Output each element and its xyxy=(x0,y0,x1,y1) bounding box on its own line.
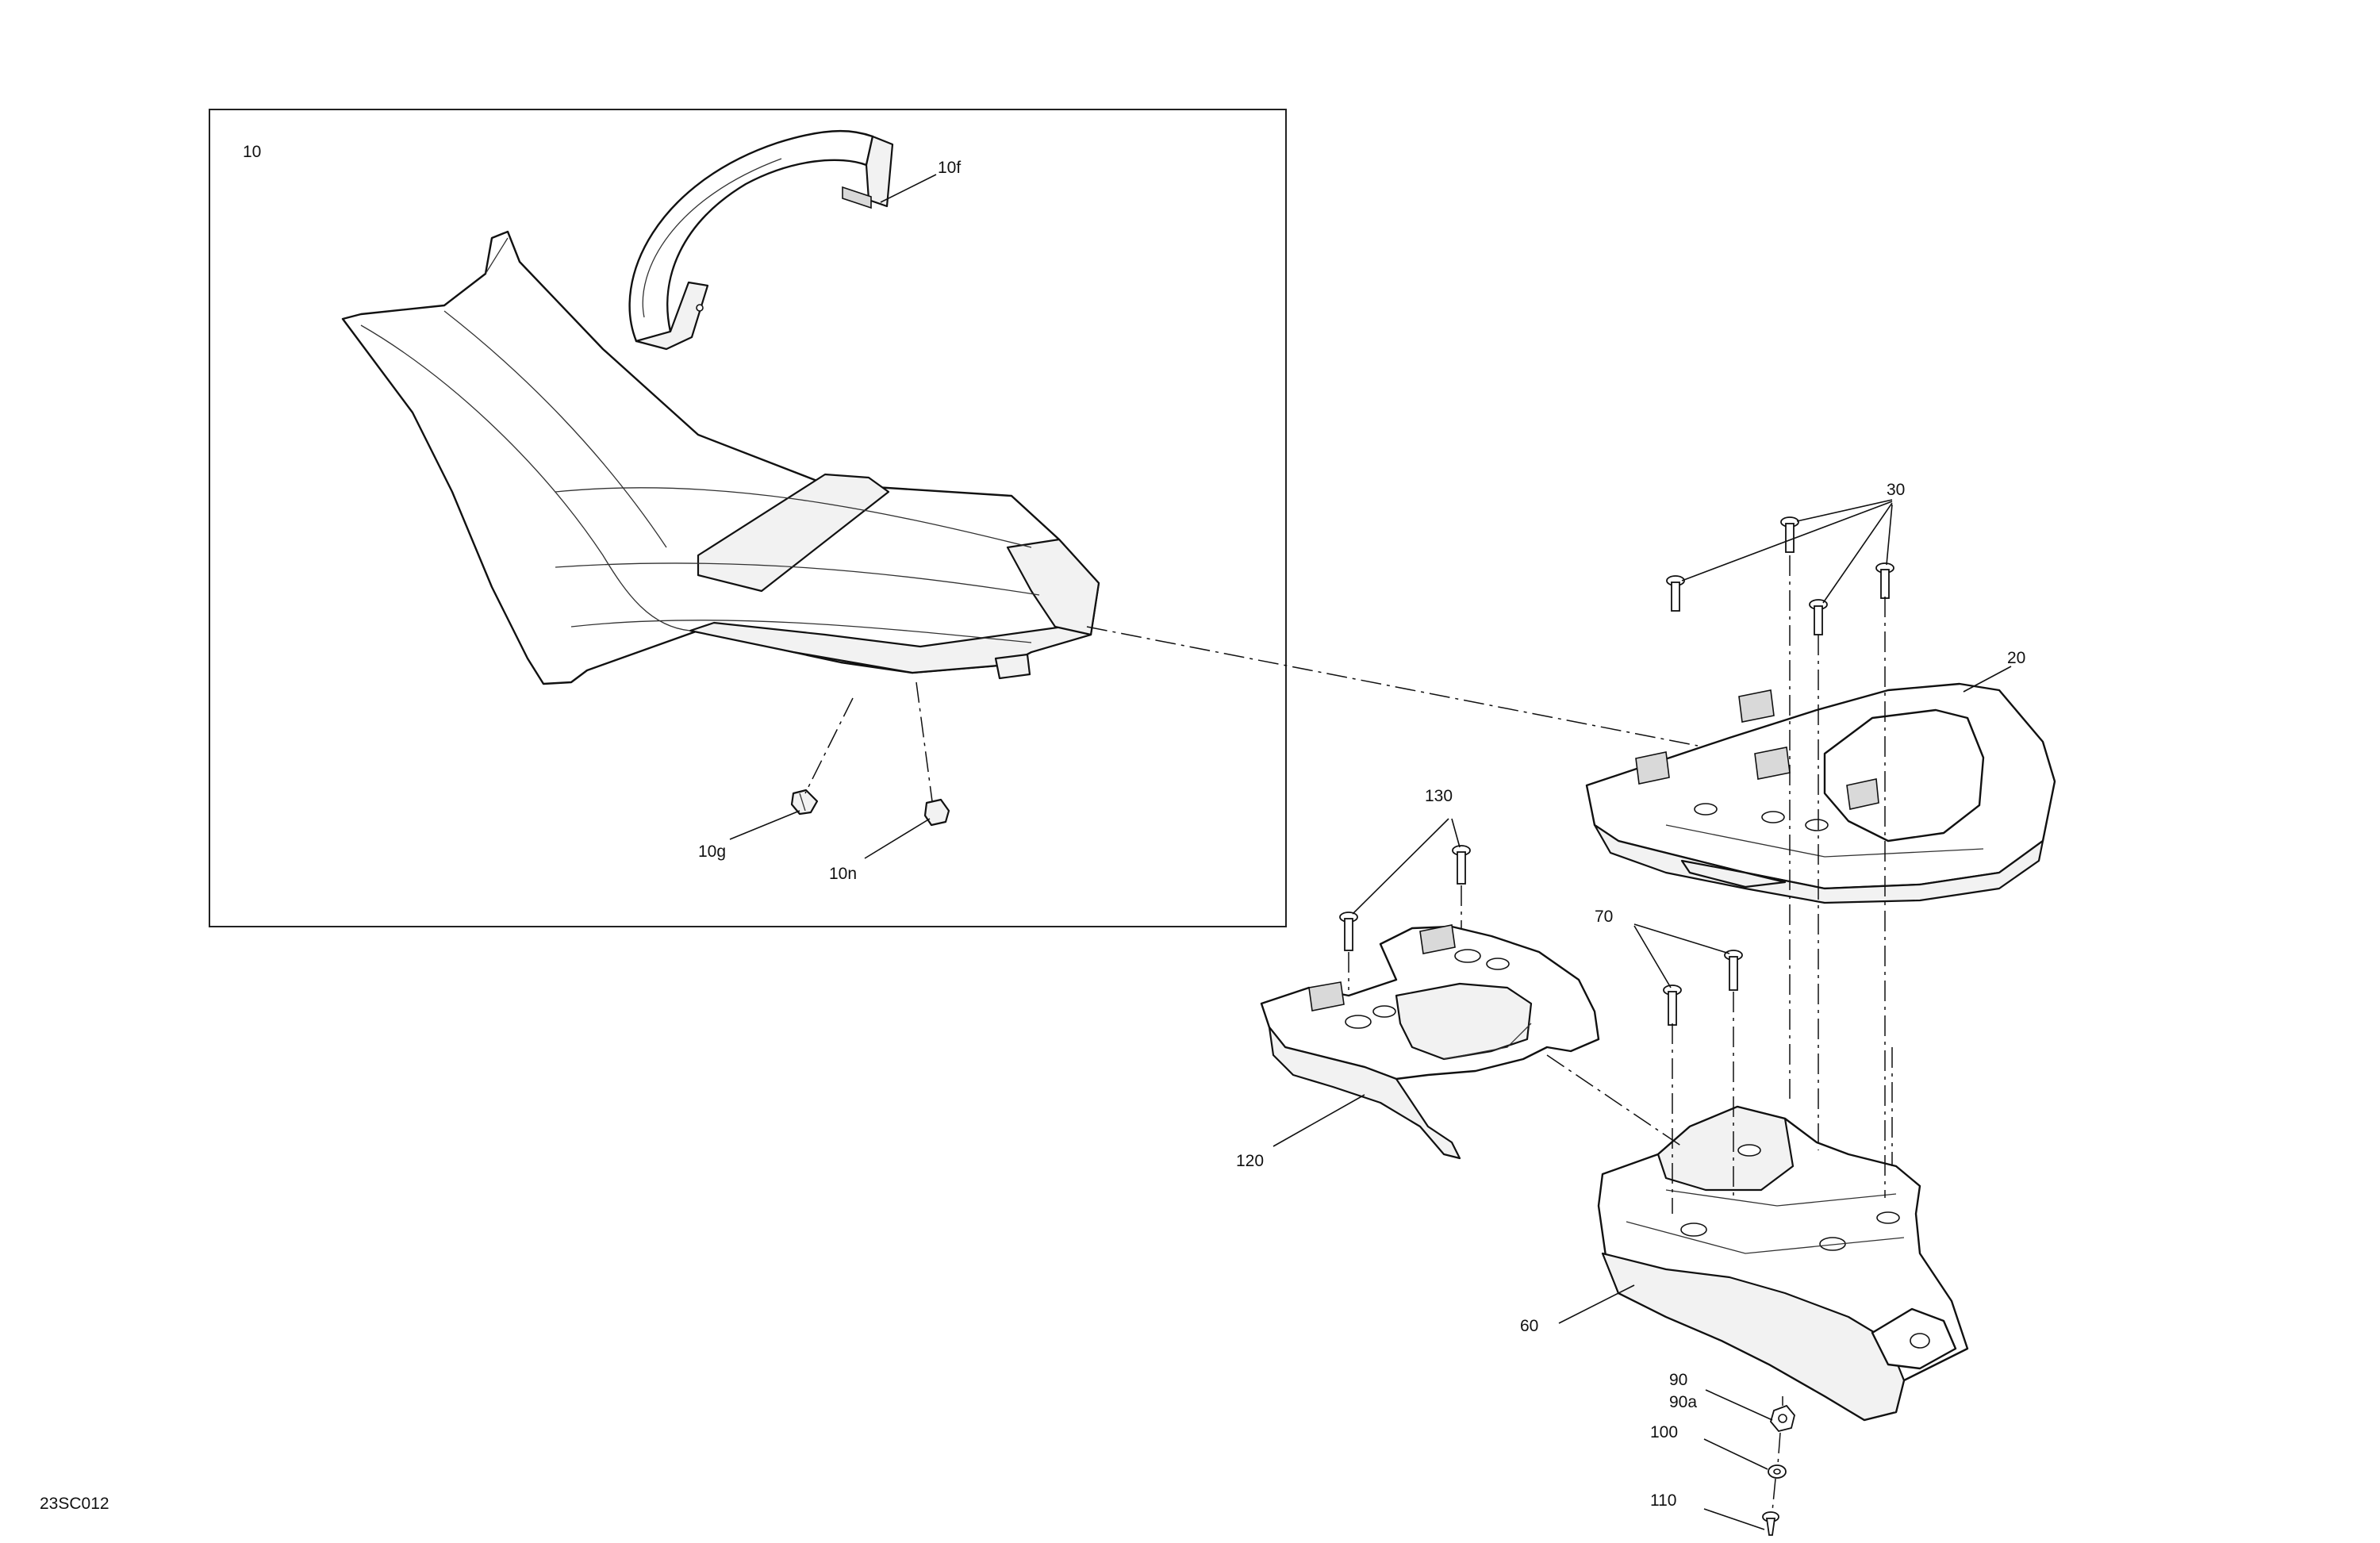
callout-10n: 10n xyxy=(829,865,857,883)
clip-10g-icon xyxy=(790,789,819,816)
callout-110: 110 xyxy=(1650,1491,1676,1510)
callout-90: 90 xyxy=(1669,1371,1687,1389)
tray-icon xyxy=(1260,924,1600,1160)
leader-lines xyxy=(729,174,2012,1530)
callout-70: 70 xyxy=(1595,908,1613,926)
callout-10f: 10f xyxy=(938,159,961,177)
screw-30-icon xyxy=(1666,516,1894,635)
seat-kit-frame xyxy=(209,109,1287,927)
washer-100-icon xyxy=(1768,1464,1787,1479)
assembly-lines xyxy=(804,555,1893,1512)
callout-10: 10 xyxy=(243,143,261,161)
strap-icon xyxy=(628,129,894,351)
nut-90-icon xyxy=(1770,1404,1795,1433)
drawing-code: 23SC012 xyxy=(40,1495,109,1513)
callout-120: 120 xyxy=(1236,1152,1264,1170)
callout-100: 100 xyxy=(1650,1423,1678,1441)
callout-30: 30 xyxy=(1887,481,1905,499)
screw-130-icon xyxy=(1339,845,1471,951)
callout-20: 20 xyxy=(2007,649,2025,667)
callout-90a: 90a xyxy=(1669,1393,1697,1411)
seat-icon xyxy=(341,230,1100,685)
clip-10n-icon xyxy=(923,798,950,827)
callout-130: 130 xyxy=(1425,787,1453,805)
screw-70-icon xyxy=(1663,950,1743,1026)
callout-10g: 10g xyxy=(698,843,726,861)
bracket-icon xyxy=(1597,1105,1969,1422)
screw-110-icon xyxy=(1762,1511,1779,1536)
callout-60: 60 xyxy=(1520,1317,1538,1335)
grab-handle-icon xyxy=(1585,682,2056,904)
